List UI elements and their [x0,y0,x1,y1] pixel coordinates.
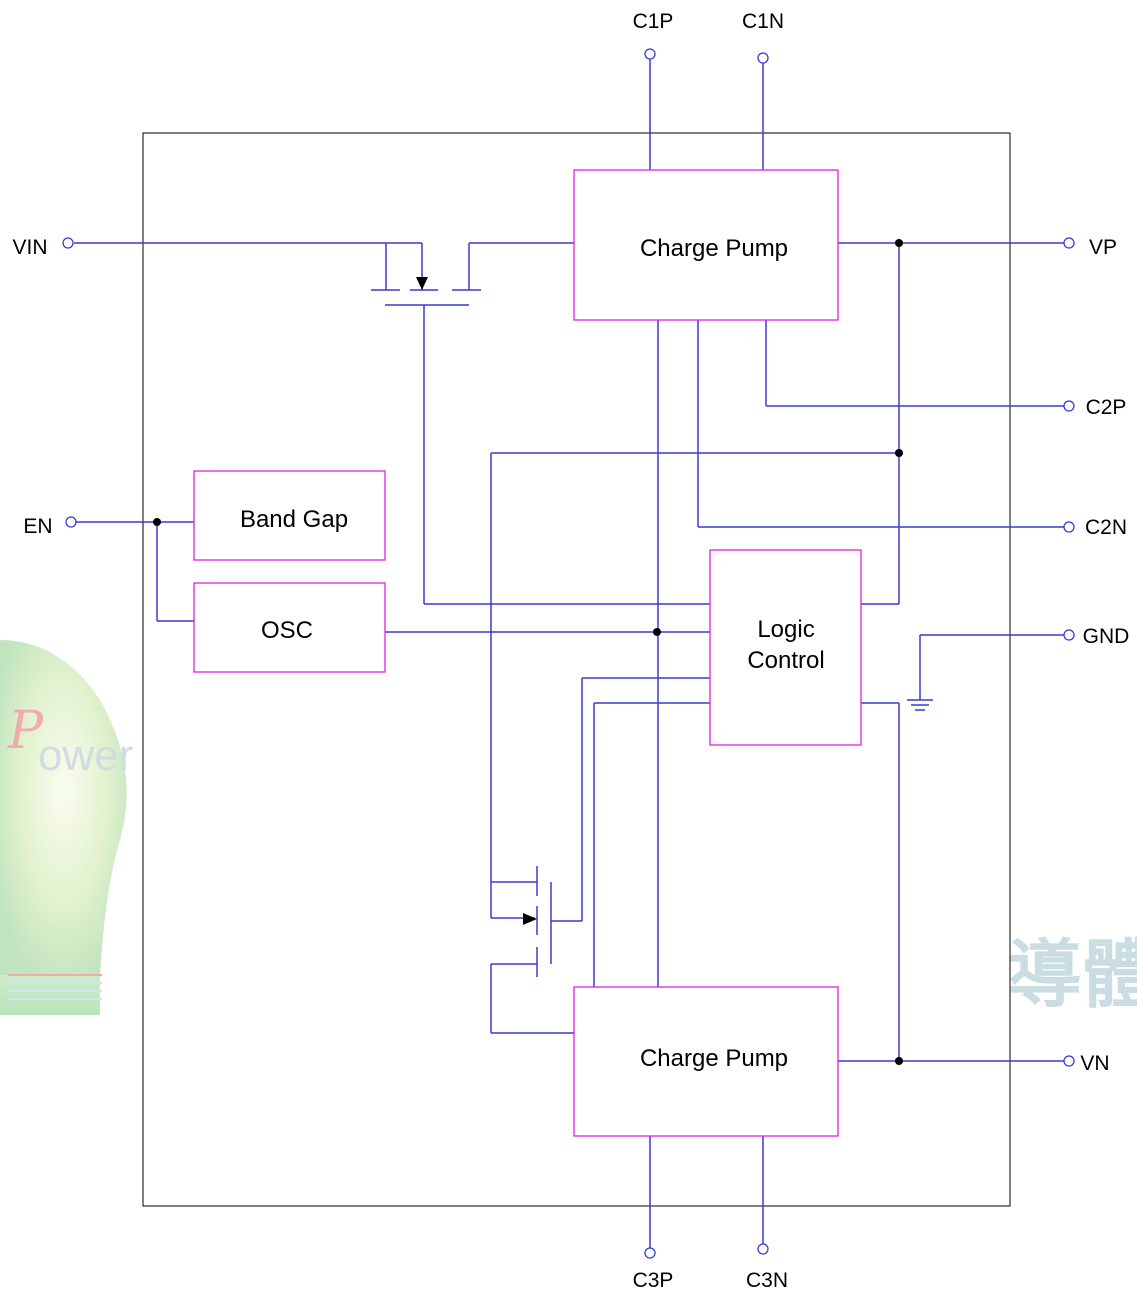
pin-terminal-c2n [1063,521,1075,533]
band-gap-label: Band Gap [240,506,348,533]
pin-terminal-gnd [1063,629,1075,641]
pin-terminal-vn [1063,1055,1075,1067]
pin-terminal-c3p [644,1247,656,1259]
pin-terminal-vp [1063,237,1075,249]
pin-label-c2n: C2N [1085,516,1127,539]
nmos-arrow-icon [523,913,537,925]
charge-pump-bottom-label: Charge Pump [640,1045,788,1072]
osc-block [193,582,386,673]
pmos-arrow-icon [416,277,428,290]
charge-pump-bottom-block [573,986,839,1137]
pin-terminal-c1n [757,52,769,64]
pin-terminals [62,48,1075,1259]
pin-terminal-c1p [644,48,656,60]
logic-control-block [709,549,862,746]
pin-label-c1p: C1P [633,10,674,33]
pin-label-c2p: C2P [1086,396,1127,419]
charge-pump-top-label: Charge Pump [640,235,788,262]
pin-terminal-c3n [757,1243,769,1255]
junction-dots [153,239,903,1065]
osc-label: OSC [261,617,313,644]
pin-terminal-en [65,516,77,528]
logic-control-label-line2: Control [747,647,824,674]
pin-label-c3n: C3N [746,1269,788,1292]
pin-terminal-vin [62,237,74,249]
pin-terminal-c2p [1063,400,1075,412]
pin-label-vn: VN [1080,1052,1109,1075]
wires [74,59,1064,1248]
watermark-p-glyph: P [7,701,44,761]
pin-label-c3p: C3P [633,1269,674,1292]
pin-label-en: EN [23,515,52,538]
pin-label-vp: VP [1089,236,1117,259]
pin-label-vin: VIN [12,236,47,259]
watermark-text-left: ower [38,731,133,780]
watermark-text-right: 導體 [1008,932,1137,1018]
watermark-bulb-logo: P ower [0,640,133,1015]
band-gap-block [193,470,386,561]
logic-control-label-line1: Logic [757,616,814,643]
pin-label-gnd: GND [1083,625,1130,648]
pin-label-c1n: C1N [742,10,784,33]
chip-outline [142,132,1011,1207]
charge-pump-top-block [573,169,839,321]
